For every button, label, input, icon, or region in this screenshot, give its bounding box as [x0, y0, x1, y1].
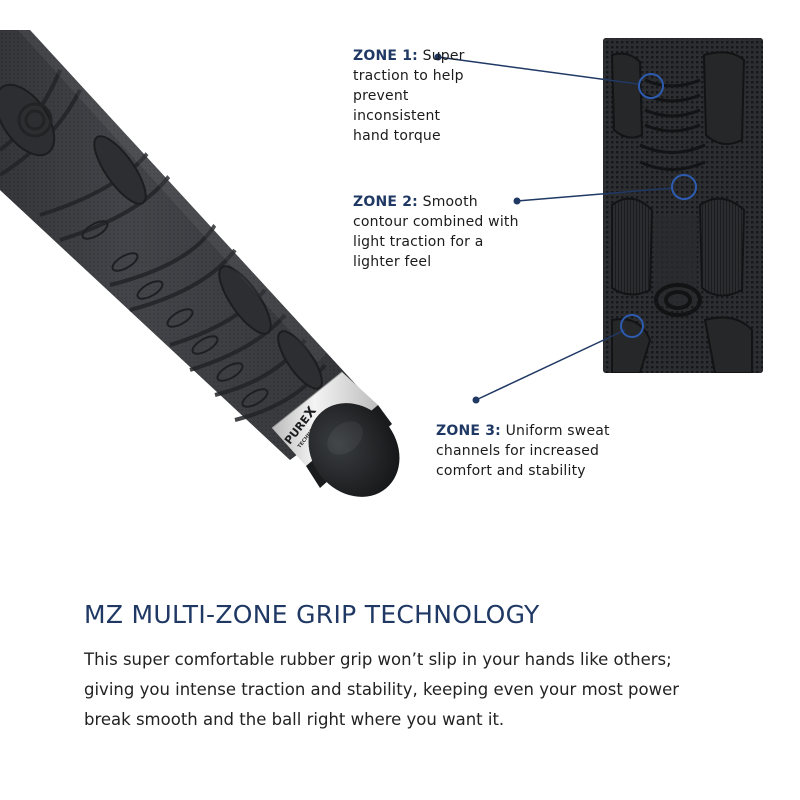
callout-dots [434, 53, 521, 404]
zone-2-label: ZONE 2: [353, 194, 418, 210]
zone-3-text: Uniform sweat channels for increased com… [436, 423, 610, 479]
zone-1-caption: ZONE 1: Super traction to help prevent i… [353, 46, 473, 146]
zone-3-caption: ZONE 3: Uniform sweat channels for incre… [436, 421, 636, 481]
zone-1-text: Super traction to help prevent inconsist… [353, 48, 465, 144]
zone-3-label: ZONE 3: [436, 423, 501, 439]
callout-dot-icon [434, 53, 442, 61]
headline: MZ MULTI-ZONE GRIP TECHNOLOGY [84, 600, 540, 629]
callout-dot-icon [472, 396, 480, 404]
panel-swirl-icon [654, 283, 702, 317]
grip-detail-panel [603, 38, 763, 373]
callout-lines [437, 56, 674, 401]
callout-dot-icon [513, 197, 521, 205]
callout-rings [620, 73, 697, 338]
rubber-end-cap [306, 403, 400, 497]
grip-swirl-icon [17, 102, 53, 138]
zone-1-label: ZONE 1: [353, 48, 418, 64]
zone-2-text: Smooth contour combined with light tract… [353, 194, 519, 270]
description: This super comfortable rubber grip won’t… [84, 650, 680, 729]
callout-ring-icon [638, 73, 664, 99]
grip-texture [0, 30, 370, 460]
cue-grip: PURE X TECHNOLOGY [0, 30, 400, 497]
callout-ring-icon [671, 174, 697, 200]
zone-2-caption: ZONE 2: Smooth contour combined with lig… [353, 192, 523, 272]
callout-ring-icon [620, 314, 644, 338]
